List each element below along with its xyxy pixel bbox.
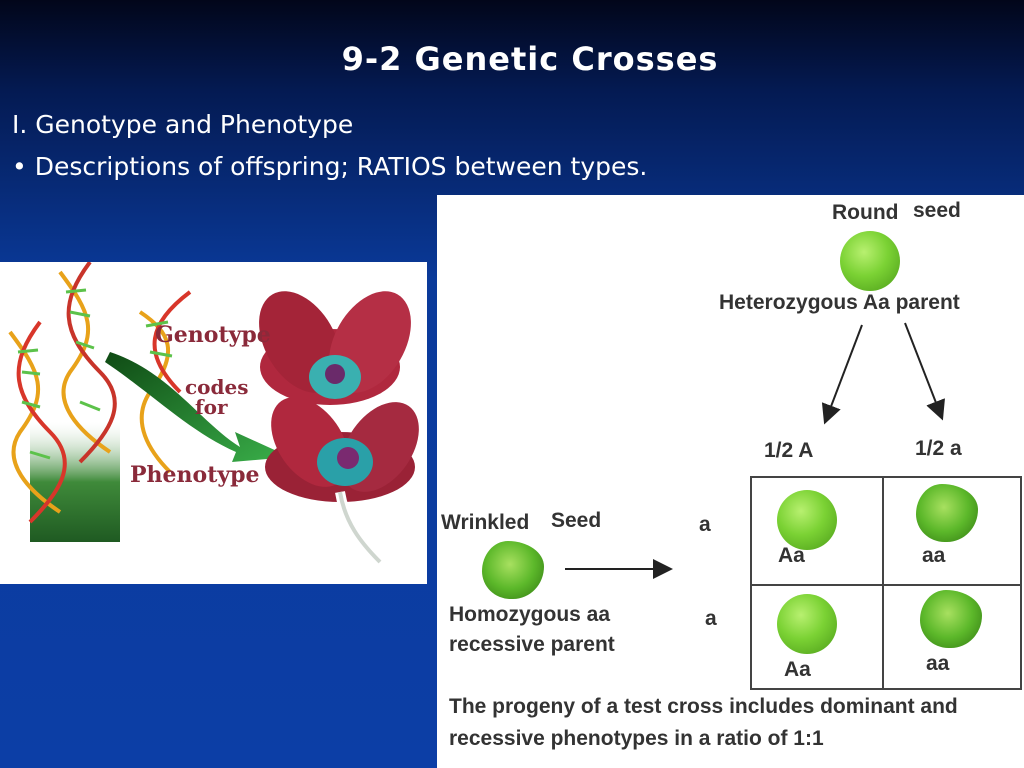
codes-label: codes bbox=[185, 375, 249, 399]
dna-flower-drawing: Genotype codes for Phenotype bbox=[8, 262, 419, 566]
genotype-label: Genotype bbox=[155, 322, 271, 348]
bullet-point: • Descriptions of offspring; RATIOS betw… bbox=[12, 152, 648, 181]
wrinkled-seed-icon bbox=[482, 541, 544, 599]
cell-top-left: Aa bbox=[778, 544, 805, 567]
genotype-phenotype-illustration: Genotype codes for Phenotype bbox=[0, 262, 427, 584]
gamete-a-label: 1/2 a bbox=[915, 437, 962, 460]
round-seed-icon bbox=[840, 231, 900, 291]
punnett-square: Aa aa Aa aa bbox=[750, 476, 1022, 690]
row-a-label-1: a bbox=[699, 513, 711, 536]
for-label: for bbox=[195, 395, 228, 419]
smooth-seed-icon bbox=[777, 490, 837, 550]
homozygous-label-line1: Homozygous aa bbox=[449, 603, 611, 626]
row-a-label-2: a bbox=[705, 607, 717, 630]
wrinkled-seed-icon bbox=[916, 484, 978, 542]
wrinkled-label: Wrinkled bbox=[441, 511, 530, 534]
section-heading: I. Genotype and Phenotype bbox=[12, 110, 354, 139]
homozygous-label-line2: recessive parent bbox=[449, 633, 615, 656]
test-cross-diagram: Round seed Heterozygous Aa parent 1/2 A … bbox=[437, 195, 1024, 768]
arrow-down-left-icon bbox=[821, 324, 863, 425]
smooth-seed-icon bbox=[777, 594, 837, 654]
cell-top-right: aa bbox=[922, 544, 946, 567]
cross-arrows bbox=[565, 322, 945, 579]
caption-line-1: The progeny of a test cross includes dom… bbox=[449, 695, 958, 718]
wrinkled-seed-icon bbox=[920, 590, 982, 648]
round-label: Round bbox=[832, 201, 899, 224]
heterozygous-parent-label: Heterozygous Aa parent bbox=[719, 291, 960, 314]
cell-bottom-right: aa bbox=[926, 652, 950, 675]
cell-bottom-left: Aa bbox=[784, 658, 811, 681]
arrow-down-right-icon bbox=[904, 322, 945, 421]
green-arrow-icon bbox=[105, 352, 290, 462]
gamete-A-label: 1/2 A bbox=[764, 439, 814, 462]
orchid-flower-icon bbox=[259, 291, 419, 566]
phenotype-label: Phenotype bbox=[130, 462, 260, 488]
seed-label-top: seed bbox=[913, 199, 961, 222]
slide-title: 9-2 Genetic Crosses bbox=[341, 40, 719, 78]
green-column bbox=[30, 422, 120, 542]
caption-line-2: recessive phenotypes in a ratio of 1:1 bbox=[449, 727, 824, 750]
seed-label-left: Seed bbox=[551, 509, 602, 532]
